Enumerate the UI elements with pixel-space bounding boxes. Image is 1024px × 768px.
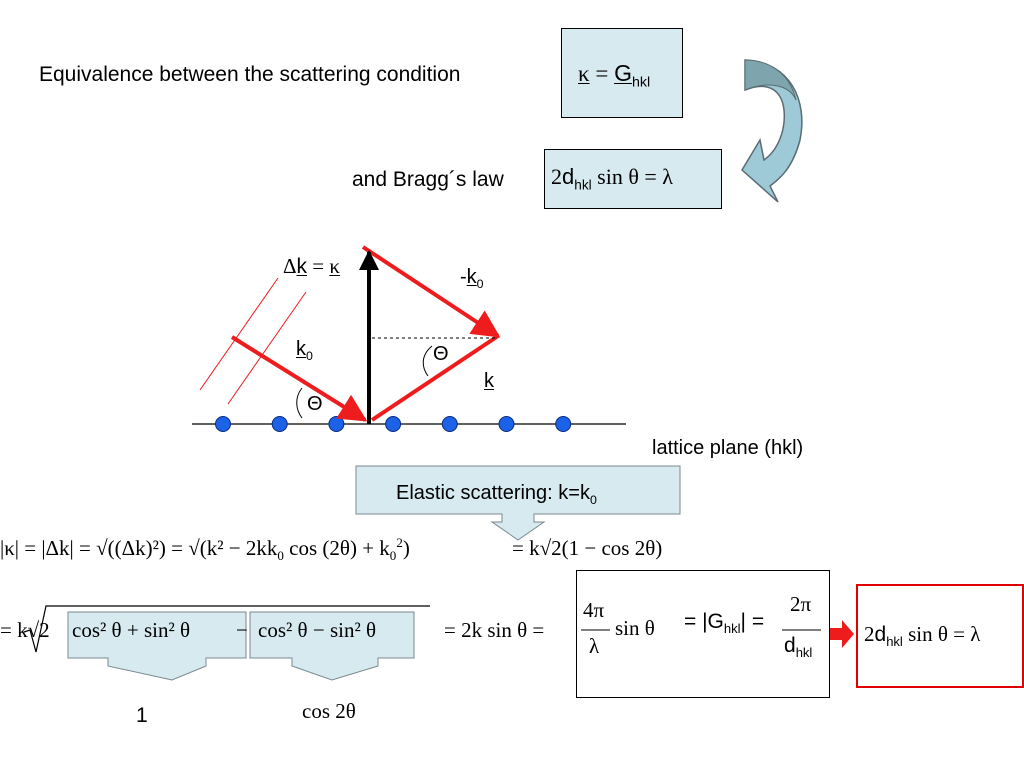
equation-minus: − bbox=[236, 618, 248, 642]
sin-theta-term: sin θ bbox=[615, 616, 655, 640]
equation-group-2: cos² θ − sin² θ bbox=[258, 618, 377, 642]
frac2-sub: hkl bbox=[795, 645, 813, 661]
bragg-d: d bbox=[562, 164, 575, 189]
g-hkl-left: = |G bbox=[684, 610, 724, 633]
equation-line-2-prefix: = k√2 bbox=[0, 618, 50, 642]
equation-line-1: |κ| = |Δk| = √((Δk)²) = √(k² − 2kk0 cos … bbox=[0, 535, 410, 564]
equals-sign: = bbox=[595, 61, 609, 86]
equation-line-1-result: = k√2(1 − cos 2θ) bbox=[512, 536, 663, 560]
delta-k-label: Δk = κ bbox=[283, 254, 340, 279]
delta-k-kappa: κ bbox=[329, 254, 340, 278]
lattice-atom bbox=[498, 416, 515, 432]
minus-sign: - bbox=[460, 266, 467, 288]
delta-k-equals: = bbox=[307, 254, 330, 278]
result-hkl: hkl bbox=[886, 634, 903, 650]
wavefront-line bbox=[199, 277, 279, 391]
bragg-derivation-box bbox=[576, 570, 830, 698]
lattice-atom bbox=[385, 416, 402, 432]
result-box: 2dhkl sin θ = λ bbox=[856, 584, 1024, 688]
theta-arc-upper bbox=[422, 345, 433, 377]
k0-sub: 0 bbox=[306, 349, 313, 363]
result-rest: sin θ = λ bbox=[902, 622, 981, 646]
theta-arc-lower bbox=[296, 387, 303, 419]
bragg-hkl: hkl bbox=[574, 177, 592, 193]
lattice-atom bbox=[271, 416, 288, 432]
eq1-part2: cos (2θ) + k bbox=[283, 536, 390, 560]
bragg-rest: sin θ = λ bbox=[591, 164, 673, 189]
minus-k0-sub: 0 bbox=[476, 277, 484, 291]
eq1-sub2: 0 bbox=[389, 548, 397, 564]
equation-group-1: cos² θ + sin² θ bbox=[72, 618, 191, 642]
lattice-atom bbox=[555, 416, 572, 432]
lattice-atom bbox=[441, 416, 458, 432]
equation-line-2-suffix: = 2k sin θ = bbox=[444, 618, 545, 642]
theta-lower-label: Θ bbox=[307, 393, 323, 415]
elastic-sub: 0 bbox=[589, 493, 597, 507]
wavefront-line bbox=[227, 291, 307, 405]
result-two: 2 bbox=[864, 622, 875, 646]
bragg-law-box: 2dhkl sin θ = λ bbox=[544, 149, 722, 209]
lattice-plane-label: lattice plane (hkl) bbox=[652, 437, 804, 459]
result-d: d bbox=[874, 623, 887, 646]
minus-k0-label: -k0 bbox=[460, 266, 484, 291]
eq1-sub: 0 bbox=[277, 548, 284, 564]
frac2-denominator: dhkl bbox=[784, 634, 813, 661]
eq1-sup: 2 bbox=[396, 535, 403, 550]
frac1-denominator: λ bbox=[589, 634, 600, 658]
scattering-condition-formula: κ = Ghkl bbox=[578, 60, 650, 90]
label-one: 1 bbox=[136, 704, 148, 727]
minus-k0-vector bbox=[361, 245, 501, 338]
elastic-text: Elastic scattering: k=k bbox=[396, 482, 590, 504]
minus-k0-k: k bbox=[466, 266, 477, 288]
delta-symbol: Δ bbox=[283, 254, 297, 278]
theta-upper-label: Θ bbox=[433, 343, 449, 365]
g-hkl-term: = |Ghkl| = bbox=[684, 610, 765, 637]
k-vector bbox=[370, 334, 500, 422]
hkl-subscript: hkl bbox=[631, 74, 651, 91]
g-hkl-sub: hkl bbox=[723, 621, 741, 637]
k0-k: k bbox=[296, 338, 306, 360]
frac2-numerator: 2π bbox=[790, 592, 812, 616]
scattering-condition-box: κ = Ghkl bbox=[561, 28, 683, 118]
bragg-two: 2 bbox=[551, 164, 562, 189]
elastic-scattering-label: Elastic scattering: k=k0 bbox=[396, 482, 597, 507]
k0-vector bbox=[230, 335, 368, 422]
delta-k-symbol: k bbox=[296, 255, 308, 278]
result-formula: 2dhkl sin θ = λ bbox=[864, 622, 981, 650]
frac1-numerator: 4π bbox=[583, 598, 605, 622]
bragg-law-formula: 2dhkl sin θ = λ bbox=[551, 164, 673, 193]
lattice-atom bbox=[328, 416, 345, 432]
eq1-part1: |κ| = |Δk| = √((Δk)²) = √(k² − 2kk bbox=[0, 536, 278, 560]
intro-text: Equivalence between the scattering condi… bbox=[39, 63, 461, 86]
lattice-atom bbox=[215, 416, 231, 432]
bragg-intro-text: and Bragg´s law bbox=[352, 168, 504, 191]
eq1-part3: ) bbox=[402, 536, 410, 560]
kappa-symbol: κ bbox=[578, 61, 590, 86]
frac2-d: d bbox=[784, 634, 796, 657]
g-vector: G bbox=[614, 60, 632, 86]
k0-label: k0 bbox=[296, 338, 313, 363]
label-cos-2theta: cos 2θ bbox=[302, 699, 356, 723]
atom-group bbox=[215, 416, 572, 432]
k-label: k bbox=[484, 370, 494, 392]
g-hkl-right: | = bbox=[740, 610, 765, 633]
